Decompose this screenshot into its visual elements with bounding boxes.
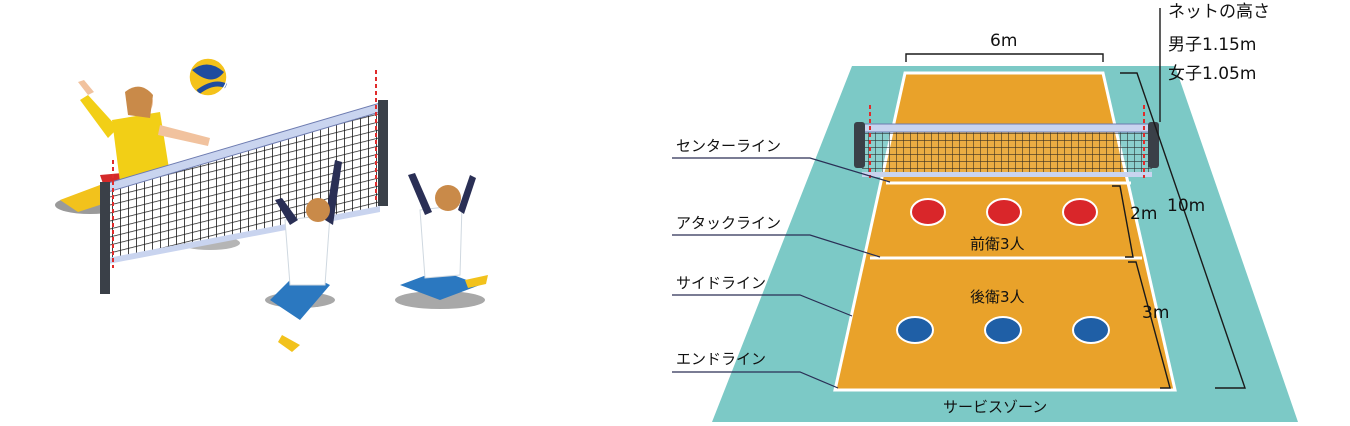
dim-back-3m <box>1128 261 1171 389</box>
front-player-marker <box>986 198 1022 226</box>
court-diagram <box>672 8 1298 422</box>
dim-back-label: 3m <box>1142 303 1170 323</box>
back-player-marker <box>984 316 1022 344</box>
dim-width-label: 6m <box>990 31 1018 51</box>
back-player-marker <box>1072 316 1110 344</box>
blocker-player-front <box>270 160 342 352</box>
leader-center-line <box>672 157 891 183</box>
leader-lines <box>672 157 891 389</box>
label-center-line: センターライン <box>676 137 782 155</box>
back-row-label: 後衛3人 <box>970 288 1025 306</box>
front-row-label: 前衛3人 <box>970 235 1025 253</box>
dimension-lines <box>905 8 1246 389</box>
volleyball-ball <box>188 57 228 97</box>
back-player-marker <box>896 316 934 344</box>
dim-length-label: 10m <box>1167 196 1206 216</box>
net-height-women: 女子1.05m <box>1168 64 1257 84</box>
dim-front-label: 2m <box>1130 204 1158 224</box>
leader-side-line <box>672 294 853 317</box>
volleyball-scene <box>55 57 488 352</box>
net-height-title: ネットの高さ <box>1168 2 1270 22</box>
net-height-men: 男子1.15m <box>1168 35 1257 55</box>
label-attack-line: アタックライン <box>676 214 782 232</box>
back-row-players <box>896 316 1110 344</box>
label-side-line: サイドライン <box>676 274 767 292</box>
front-player-marker <box>910 198 946 226</box>
blocker-player-back <box>400 173 488 300</box>
court-net <box>854 105 1159 178</box>
front-row-players <box>910 198 1098 226</box>
label-end-line: エンドライン <box>676 350 767 368</box>
service-zone-label: サービスゾーン <box>943 398 1048 416</box>
dim-width-6m <box>905 53 1104 62</box>
front-player-marker <box>1062 198 1098 226</box>
court-lines <box>833 71 1177 392</box>
leader-attack-line <box>672 234 881 258</box>
dim-length-10m <box>1120 72 1246 389</box>
leader-end-line <box>672 371 839 389</box>
dim-front-2m <box>1112 185 1134 258</box>
